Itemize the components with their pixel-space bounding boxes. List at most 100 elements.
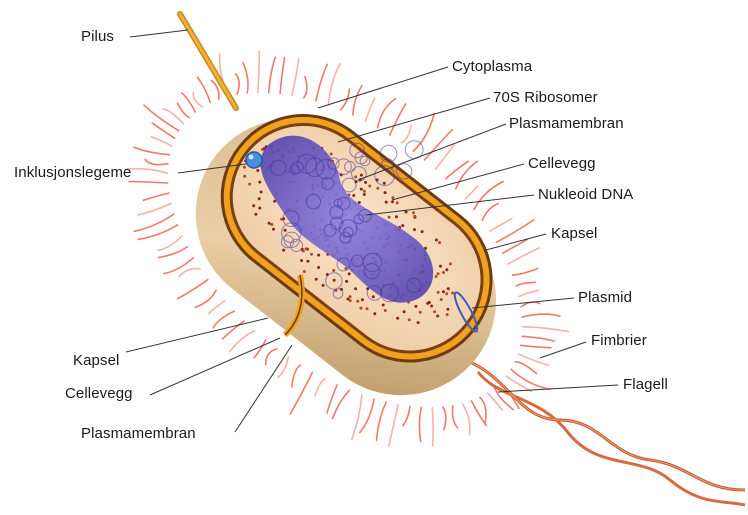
fimbria bbox=[209, 301, 225, 314]
ribosome bbox=[248, 183, 251, 186]
fimbria bbox=[378, 99, 396, 128]
ribosome bbox=[315, 278, 318, 281]
ribosome bbox=[437, 272, 440, 275]
ribosome bbox=[421, 230, 424, 233]
ribosome bbox=[413, 215, 416, 218]
fimbria bbox=[490, 219, 512, 232]
ribosome bbox=[243, 175, 246, 178]
fimbria bbox=[513, 269, 538, 276]
ribosome bbox=[258, 181, 261, 184]
ribosome bbox=[332, 269, 335, 272]
ribosome bbox=[413, 228, 416, 231]
ribosome bbox=[330, 153, 333, 156]
ribosome bbox=[303, 270, 306, 273]
fimbria bbox=[230, 331, 255, 352]
fimbria bbox=[474, 182, 503, 210]
ribosome bbox=[356, 300, 359, 303]
ribosome bbox=[349, 299, 352, 302]
ribosome bbox=[368, 185, 371, 188]
ribosome bbox=[260, 191, 263, 194]
ribosome bbox=[401, 224, 404, 227]
fimbria bbox=[515, 362, 536, 374]
fimbria bbox=[403, 407, 410, 426]
fimbria bbox=[503, 239, 528, 253]
ribosome bbox=[322, 284, 325, 287]
fimbria bbox=[389, 405, 398, 447]
ribosome bbox=[254, 213, 257, 216]
ribosome bbox=[446, 313, 449, 316]
ribosome bbox=[417, 321, 420, 324]
fimbria bbox=[292, 365, 300, 387]
ribosome bbox=[383, 182, 386, 185]
fimbria bbox=[402, 125, 412, 142]
fimbria bbox=[125, 169, 167, 174]
ribosome bbox=[373, 312, 376, 315]
ribosome bbox=[333, 279, 336, 282]
label-plasmamembran-bottom: Plasmamembran bbox=[81, 425, 196, 443]
fimbria bbox=[521, 345, 551, 347]
fimbria bbox=[266, 349, 277, 365]
ribosome bbox=[348, 272, 351, 275]
ribosome bbox=[349, 295, 352, 298]
fimbria bbox=[163, 109, 183, 124]
ribosome bbox=[447, 287, 450, 290]
fimbria bbox=[258, 52, 260, 93]
ribosome bbox=[305, 247, 308, 250]
fimbria bbox=[243, 62, 248, 93]
ribosome bbox=[256, 169, 259, 172]
fimbria bbox=[360, 399, 374, 433]
flagellum bbox=[470, 362, 745, 490]
fimbria bbox=[465, 186, 477, 199]
fimbria bbox=[134, 214, 174, 231]
label-pilus: Pilus bbox=[81, 28, 114, 46]
ribosome bbox=[451, 292, 454, 295]
ribosome bbox=[445, 292, 448, 295]
ribosome bbox=[317, 266, 320, 269]
ribosome bbox=[352, 194, 355, 197]
fimbria bbox=[390, 104, 406, 135]
fimbria bbox=[333, 390, 350, 418]
label-cellevegg-left: Cellevegg bbox=[65, 385, 133, 403]
ribosome bbox=[284, 229, 287, 232]
fimbria bbox=[377, 402, 387, 440]
label-flagell: Flagell bbox=[623, 376, 668, 394]
fimbria bbox=[213, 311, 234, 328]
fimbria bbox=[179, 269, 200, 277]
ribosome bbox=[354, 287, 357, 290]
ribosome bbox=[442, 290, 445, 293]
fimbria bbox=[144, 105, 179, 131]
ribosome bbox=[446, 308, 449, 311]
ribosome bbox=[405, 211, 408, 214]
ribosome bbox=[258, 197, 261, 200]
ribosome bbox=[282, 249, 285, 252]
ribosome bbox=[388, 216, 391, 219]
ribosome bbox=[408, 318, 411, 321]
fimbria bbox=[178, 280, 208, 299]
fimbria bbox=[522, 314, 560, 317]
label-kapsel-left: Kapsel bbox=[73, 352, 119, 370]
fimbria bbox=[365, 98, 374, 121]
ribosome bbox=[435, 239, 438, 242]
fimbria bbox=[463, 404, 470, 435]
ribosome bbox=[435, 275, 438, 278]
ribosome bbox=[317, 254, 320, 257]
ribosome bbox=[300, 259, 303, 262]
ribosome bbox=[372, 295, 375, 298]
fimbria bbox=[158, 236, 182, 251]
fimbria bbox=[419, 408, 421, 442]
ribosome bbox=[385, 201, 388, 204]
fimbria bbox=[456, 161, 477, 189]
fimbria bbox=[316, 64, 327, 101]
fimbria bbox=[353, 86, 362, 115]
fimbria bbox=[138, 225, 177, 240]
ribosome bbox=[438, 241, 441, 244]
fimbria bbox=[269, 57, 276, 92]
ribosome bbox=[243, 166, 246, 169]
fimbria bbox=[193, 92, 202, 107]
fimbria bbox=[443, 407, 446, 430]
fimbria bbox=[145, 159, 168, 164]
label-cellevegg-top: Cellevegg bbox=[528, 155, 596, 173]
fimbria bbox=[522, 336, 554, 341]
ribosome bbox=[433, 310, 436, 313]
ribosome bbox=[412, 211, 415, 214]
